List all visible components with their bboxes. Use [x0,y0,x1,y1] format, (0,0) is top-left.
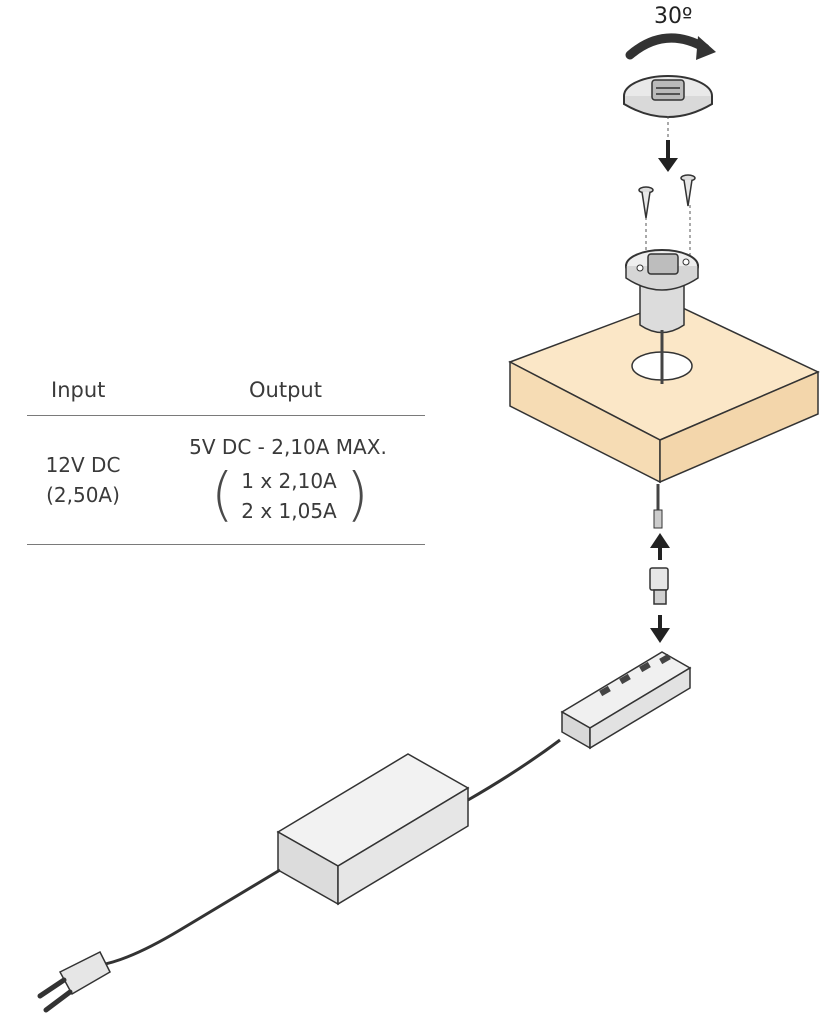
screw-right-icon [680,174,696,207]
spec-close-paren: ) [346,460,369,528]
screw-left-icon [638,186,654,219]
socket-cable [653,484,663,529]
spec-bottom-divider [27,544,425,545]
connect-arrow-down-icon [650,615,670,643]
spec-header-output: Output [249,378,322,402]
spec-output-single: 1 x 2,10A [241,469,337,493]
spec-output-dual: 2 x 1,05A [241,499,337,523]
spec-table: Input Output 12V DC (2,50A) 5V DC - 2,10… [27,370,425,546]
alignment-lines [645,116,691,268]
connect-arrow-up-icon [650,533,670,560]
usb-cover-cap [623,75,713,118]
distributor-block [560,651,692,750]
rotation-arrow-icon [625,33,716,60]
wooden-board [508,301,820,484]
wall-plug-icon [37,950,111,1013]
cables [99,738,561,967]
rotation-angle-label: 30º [654,4,693,29]
usb-socket-housing [625,249,699,384]
spec-header-divider [27,415,425,416]
connector-plug-icon [649,567,669,605]
spec-input-value: 12V DC [45,453,121,477]
spec-output-value: 5V DC - 2,10A MAX. [189,435,387,459]
power-supply-unit [276,753,470,906]
down-arrow-icon [658,140,678,172]
spec-input-current: (2,50A) [46,483,120,507]
spec-header-input: Input [51,378,106,402]
spec-open-paren: ( [211,460,234,528]
